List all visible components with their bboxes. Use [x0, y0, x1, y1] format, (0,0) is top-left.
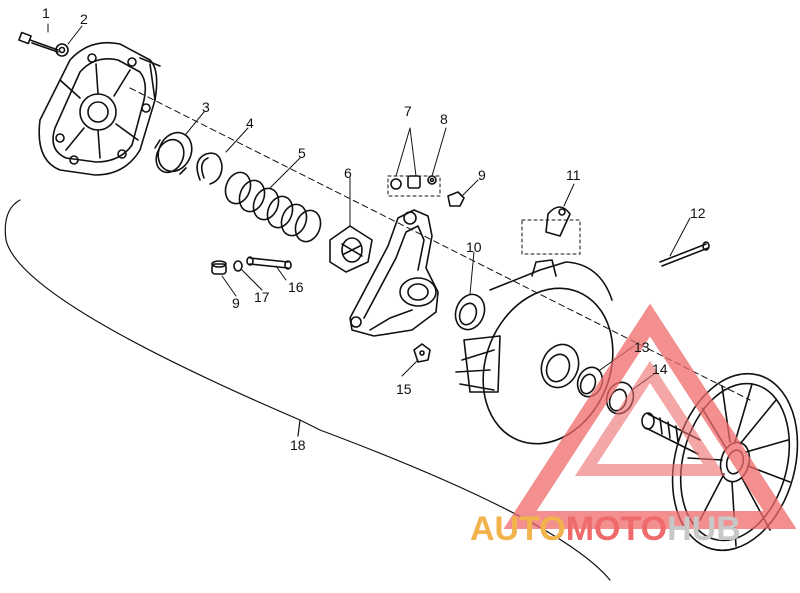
callout-8: 8 [440, 111, 448, 127]
roller-part-6 [329, 225, 373, 273]
nut-part-2 [55, 43, 69, 57]
nuts-part-7-8 [387, 175, 441, 197]
bolt-part-1 [18, 31, 59, 53]
center-axis-line [129, 87, 751, 401]
callout-9-right: 9 [478, 167, 486, 183]
washer-part-10 [454, 293, 486, 331]
bushing-part-3 [154, 131, 193, 175]
callout-7: 7 [404, 103, 412, 119]
callout-9-left: 9 [232, 295, 240, 311]
callout-13: 13 [634, 339, 650, 355]
cover-housing [38, 41, 161, 176]
callout-3: 3 [202, 99, 210, 115]
cap-part-9-right [447, 191, 465, 207]
callout-16: 16 [288, 279, 304, 295]
nut-part-15 [413, 343, 431, 363]
ring-part-17 [233, 260, 243, 272]
pin-part-12 [659, 241, 710, 267]
callout-14: 14 [652, 361, 668, 377]
cap-part-9-left [211, 260, 227, 275]
callout-18: 18 [290, 437, 306, 453]
callout-10: 10 [466, 239, 482, 255]
callout-11: 11 [566, 167, 581, 183]
pin-part-16 [246, 256, 292, 270]
bracket-part-11 [521, 206, 581, 255]
callout-4: 4 [246, 115, 254, 131]
callout-15: 15 [396, 381, 412, 397]
callout-5: 5 [298, 145, 306, 161]
callout-6: 6 [344, 165, 352, 181]
snap-ring-part-4 [196, 152, 223, 185]
spring-part-5 [224, 171, 322, 243]
watermark-part-2: MOTO [565, 510, 668, 548]
watermark-logo [503, 303, 797, 529]
callout-17: 17 [254, 289, 270, 305]
callout-1: 1 [42, 5, 50, 21]
watermark-part-3: HUB [667, 510, 741, 548]
callout-2: 2 [80, 11, 88, 27]
spider-arm-assembly [349, 209, 439, 337]
watermark-part-1: AUTO [470, 510, 566, 548]
callout-12: 12 [690, 205, 706, 221]
watermark-text: AUTOMOTOHUB [470, 510, 741, 549]
